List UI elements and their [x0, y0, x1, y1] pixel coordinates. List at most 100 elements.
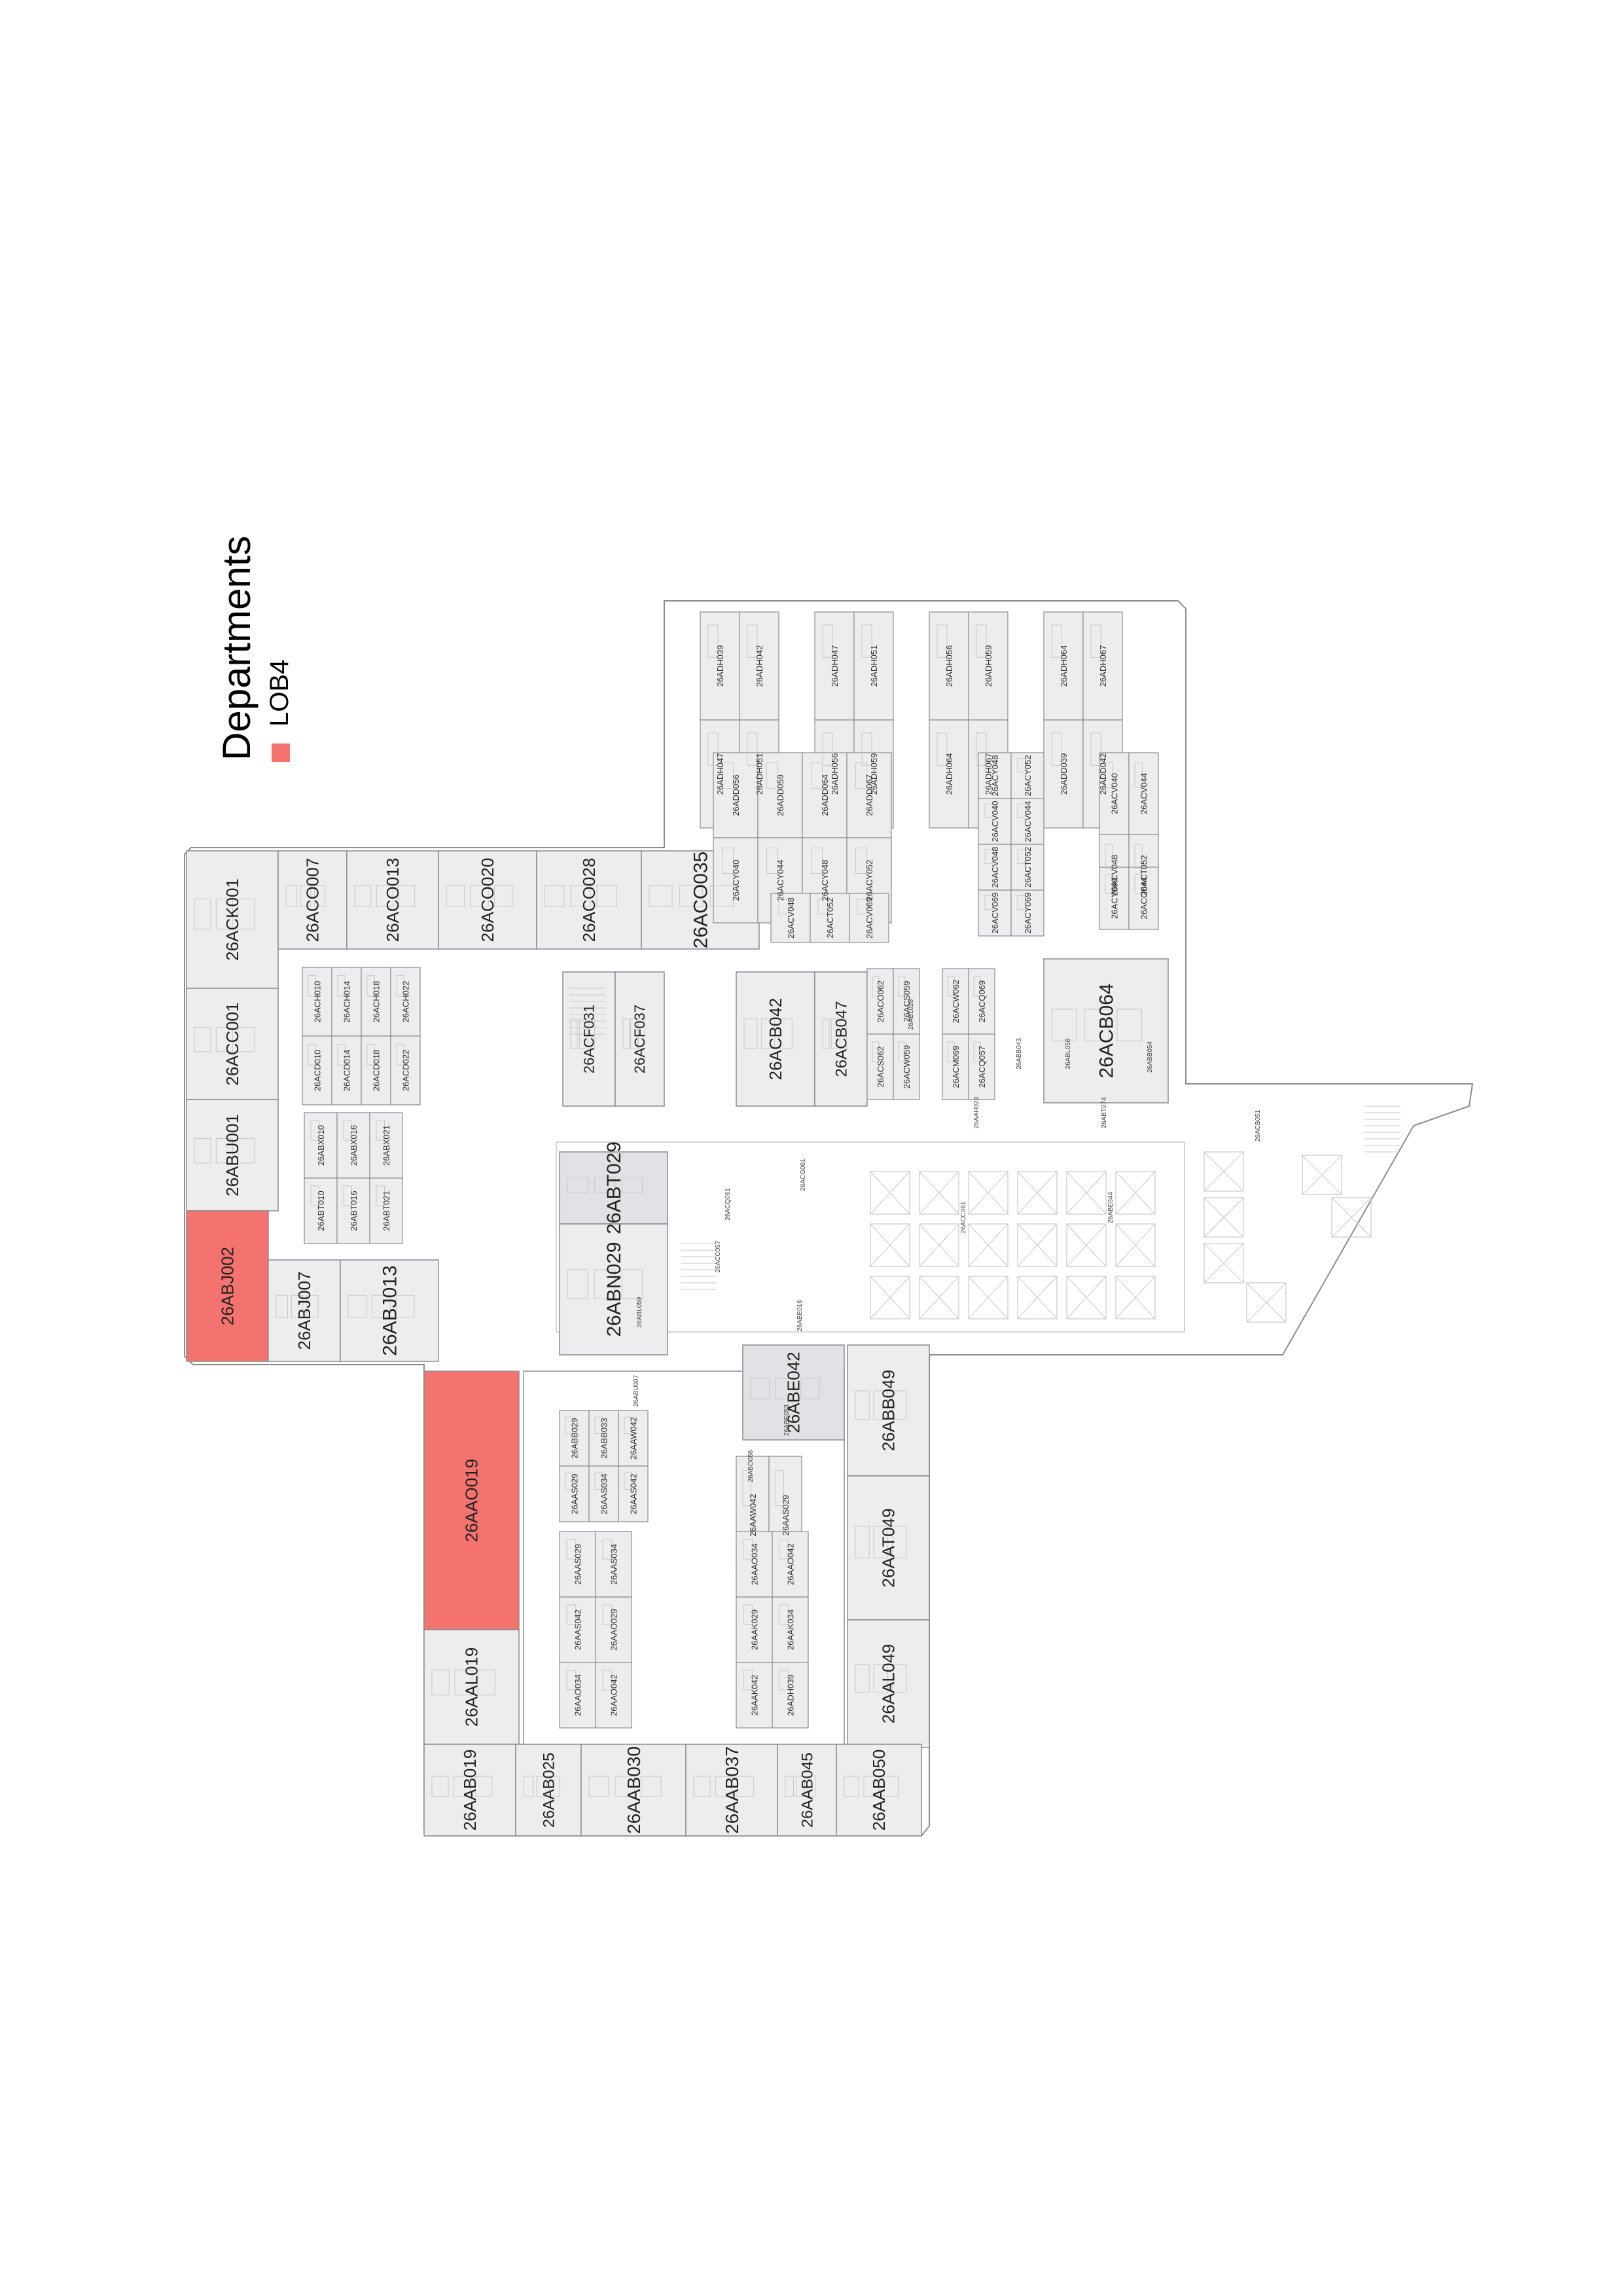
cubicle-label: 26ACD022 [401, 1050, 411, 1092]
service-room-label: 26ACQ061 [724, 1188, 732, 1221]
desk [984, 757, 993, 772]
cubicle [772, 1662, 809, 1729]
desk [1134, 844, 1143, 869]
cubicle [618, 1465, 649, 1522]
shaft [870, 1276, 910, 1319]
shaft [1017, 1276, 1058, 1319]
furniture [470, 885, 489, 907]
service-room-label: 26ABB054 [1147, 1041, 1154, 1073]
room-label: 26ABJ002 [218, 1247, 238, 1325]
cubicle [559, 1531, 596, 1598]
furniture [398, 885, 416, 907]
desk [1134, 874, 1143, 894]
furniture [453, 1776, 471, 1797]
desk [624, 1472, 632, 1490]
room-label: 26ACB042 [766, 998, 785, 1081]
desk [376, 1120, 385, 1141]
desk [722, 848, 734, 874]
furniture [892, 1390, 907, 1420]
shaft [968, 1276, 1008, 1319]
cubicle-label: 26ACV040 [990, 801, 1000, 842]
shaft-cross [1204, 1197, 1244, 1238]
cubicle [390, 1035, 421, 1105]
desk [602, 1604, 613, 1625]
desk [779, 1604, 789, 1625]
furniture [709, 885, 734, 907]
furniture [194, 1138, 211, 1164]
furniture [306, 1295, 319, 1318]
desk [602, 1670, 613, 1691]
cubicle-label: 26ADD056 [731, 774, 741, 816]
cubicle-label: 26ACS059 [902, 981, 912, 1022]
desk [566, 1539, 577, 1560]
desk [1017, 849, 1026, 864]
cubicle [1082, 611, 1123, 721]
cubicle [369, 1177, 403, 1244]
desk [1090, 624, 1101, 658]
furniture [743, 1018, 758, 1049]
desk [743, 1539, 753, 1560]
legend-title: Departments [215, 536, 259, 761]
service-room-label: 26ABL059 [636, 1297, 643, 1327]
cubicle-label: 26ADH042 [755, 645, 764, 687]
furniture [737, 1776, 755, 1797]
desk [566, 1670, 577, 1691]
service-room-label: 26ABE053 [783, 1405, 791, 1436]
desk [855, 848, 868, 874]
shaft-cross [1115, 1223, 1156, 1267]
cubicle [810, 893, 850, 943]
shaft [870, 1171, 910, 1215]
cubicle-label: 26ACY040 [731, 860, 741, 901]
cubicle [595, 1662, 632, 1729]
cubicle [559, 1410, 590, 1467]
cubicle-label: 26ABB033 [599, 1418, 609, 1458]
room [186, 1210, 269, 1362]
furniture [348, 1295, 366, 1318]
cubicle-label: 26ACY069 [1110, 878, 1120, 919]
shaft-cross [1302, 1155, 1342, 1195]
cubicle [559, 1662, 596, 1729]
cubicle-label: 26AAS042 [629, 1473, 639, 1514]
furniture [194, 899, 211, 930]
shaft [1302, 1155, 1342, 1195]
desk [594, 1416, 603, 1435]
room [536, 850, 642, 950]
room [847, 1619, 930, 1748]
cubicle-label: 26ACO044 [1139, 877, 1149, 919]
cubicle-label: 26ADD064 [820, 774, 830, 816]
desk [973, 976, 981, 997]
service-room-label: 26ABT074 [1101, 1097, 1108, 1128]
room [736, 971, 815, 1107]
desk [742, 1470, 751, 1507]
cubicle-label: 26ACS062 [876, 1047, 885, 1088]
cubicle [369, 1112, 403, 1179]
furniture [1084, 1009, 1109, 1041]
furniture [873, 1664, 889, 1693]
cubicle-label: 26ADH039 [715, 645, 725, 687]
room [423, 1629, 520, 1745]
desk [976, 624, 987, 658]
service-room-label: 26ACG061 [800, 1158, 807, 1191]
cubicle-label: 26AAO034 [573, 1674, 583, 1716]
room-label: 26ABJ007 [294, 1272, 314, 1350]
furniture-layer [194, 624, 1400, 1797]
furniture [806, 1776, 816, 1797]
cubicle-label: 26ADH064 [944, 753, 954, 795]
desk [624, 1416, 632, 1435]
cubicle-label: 26AAO042 [786, 1543, 796, 1585]
room [340, 1259, 439, 1362]
desk [1051, 732, 1062, 766]
shaft [968, 1171, 1008, 1215]
shaft-cross [870, 1276, 910, 1319]
room-label: 26ACB064 [1096, 983, 1118, 1078]
desk [898, 976, 906, 997]
desk [1105, 844, 1113, 869]
cubicle [1010, 844, 1044, 891]
furniture [544, 885, 565, 907]
furniture [300, 885, 312, 907]
cubicle [361, 967, 391, 1037]
desk [1105, 762, 1113, 787]
desk [861, 624, 872, 658]
cubicle-label: 26AAS029 [570, 1473, 580, 1514]
furniture [621, 1269, 643, 1299]
